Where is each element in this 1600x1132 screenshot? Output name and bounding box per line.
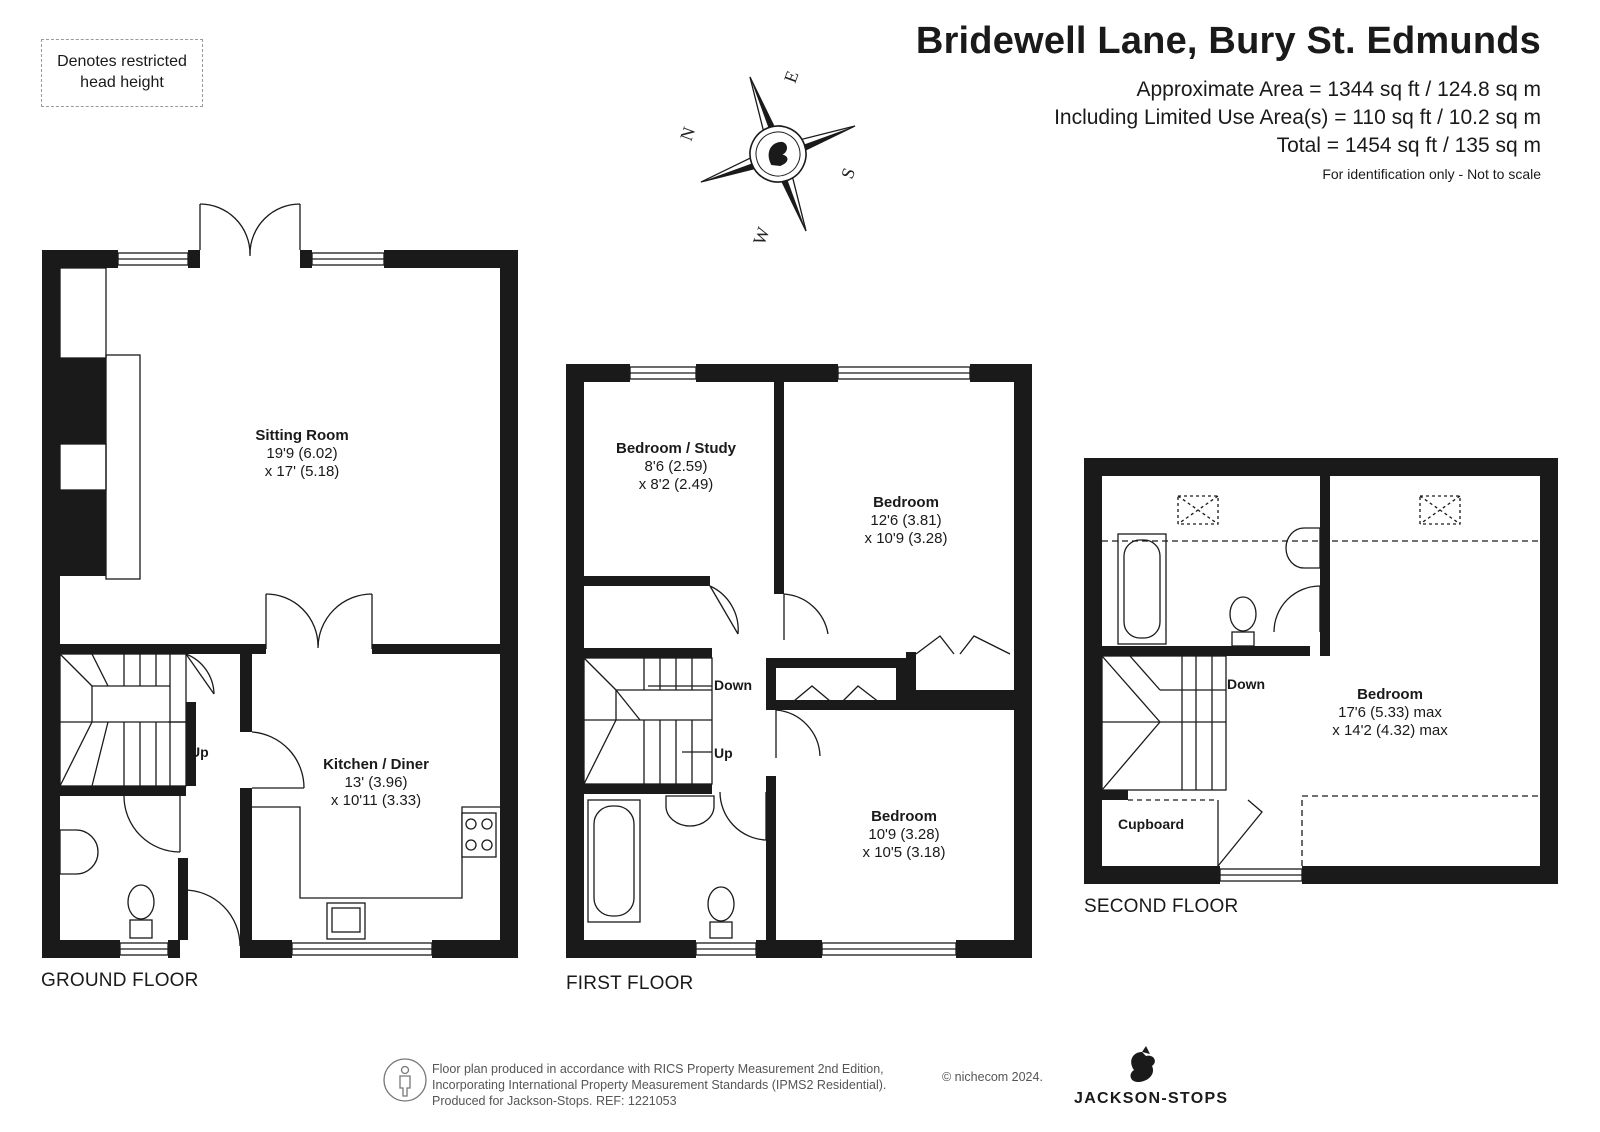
limited-use-area: Including Limited Use Area(s) = 110 sq f…: [1054, 106, 1541, 129]
bedroom-label: Bedroom 12'6 (3.81) x 10'9 (3.28): [865, 494, 948, 548]
approximate-area: Approximate Area = 1344 sq ft / 124.8 sq…: [1136, 78, 1542, 101]
stairs-up-label: Up: [714, 745, 733, 761]
room-dimension: x 10'9 (3.28): [864, 530, 948, 547]
room-dimension: x 17' (5.18): [264, 463, 340, 480]
room-dimension: 10'9 (3.28): [868, 826, 940, 843]
first-floor-plan: [566, 364, 1032, 958]
stairs-up-label: Up: [190, 744, 209, 760]
cupboard-label: Cupboard: [1118, 816, 1185, 832]
room-name: Sitting Room: [255, 427, 349, 444]
brand-name: JACKSON-STOPS: [1074, 1090, 1229, 1107]
property-title: Bridewell Lane, Bury St. Edmunds: [915, 20, 1541, 62]
room-dimension: x 8'2 (2.49): [638, 476, 714, 493]
room-dimension: 8'6 (2.59): [644, 458, 708, 475]
second-floor-label: SECOND FLOOR: [1084, 896, 1239, 917]
room-dimension: x 14'2 (4.32) max: [1332, 722, 1448, 739]
first-floor-details: [583, 366, 1011, 956]
ground-floor-label: GROUND FLOOR: [41, 970, 199, 991]
compass-east-label: E: [780, 68, 803, 85]
ground-floor-details: [59, 203, 500, 956]
room-dimension: 13' (3.96): [344, 774, 408, 791]
stairs-down-label: Down: [714, 677, 753, 693]
room-name: Bedroom: [1357, 686, 1423, 703]
first-floor-label: FIRST FLOOR: [566, 973, 694, 994]
footer-line: Floor plan produced in accordance with R…: [432, 1062, 884, 1076]
room-dimension: 17'6 (5.33) max: [1338, 704, 1442, 721]
room-name: Bedroom / Study: [615, 440, 737, 457]
room-dimension: x 10'11 (3.33): [330, 792, 422, 809]
restricted-height-legend: Denotes restricted head height: [41, 39, 203, 107]
bedroom-study-label: Bedroom / Study 8'6 (2.59) x 8'2 (2.49): [616, 440, 736, 494]
footer-line: Produced for Jackson-Stops. REF: 1221053: [432, 1094, 677, 1108]
copyright-credit: © nichecom 2024.: [942, 1070, 1043, 1084]
room-dimension: 19'9 (6.02): [266, 445, 338, 462]
compass-west-label: W: [749, 225, 774, 248]
compass-south-label: S: [837, 165, 859, 181]
compass-north-label: N: [676, 124, 699, 143]
bedroom-label: Bedroom 17'6 (5.33) max x 14'2 (4.32) ma…: [1332, 686, 1447, 740]
room-name: Bedroom: [873, 494, 939, 511]
bedroom-label: Bedroom 10'9 (3.28) x 10'5 (3.18): [863, 808, 946, 862]
footer-line: Incorporating International Property Mea…: [432, 1078, 887, 1092]
room-name: Bedroom: [871, 808, 937, 825]
legend-line-2: head height: [80, 74, 164, 91]
compass-rose: [700, 76, 856, 232]
room-dimension: x 10'5 (3.18): [862, 844, 946, 861]
jackson-stops-logo-icon: [1130, 1046, 1155, 1082]
second-floor-details: [1101, 495, 1540, 882]
kitchen-diner-label: Kitchen / Diner 13' (3.96) x 10'11 (3.33…: [323, 756, 429, 810]
room-name: Kitchen / Diner: [323, 756, 429, 773]
person-icon: [383, 1058, 427, 1102]
total-area: Total = 1454 sq ft / 135 sq m: [1276, 134, 1541, 157]
disclaimer-note: For identification only - Not to scale: [1322, 166, 1541, 182]
sitting-room-label: Sitting Room 19'9 (6.02) x 17' (5.18): [255, 427, 348, 481]
footer-statement: Floor plan produced in accordance with R…: [432, 1061, 886, 1109]
legend-line-1: Denotes restricted: [57, 53, 187, 70]
stairs-down-label: Down: [1227, 676, 1266, 692]
second-floor-plan: [1084, 458, 1558, 884]
room-dimension: 12'6 (3.81): [870, 512, 942, 529]
ground-floor-plan: [42, 250, 518, 958]
